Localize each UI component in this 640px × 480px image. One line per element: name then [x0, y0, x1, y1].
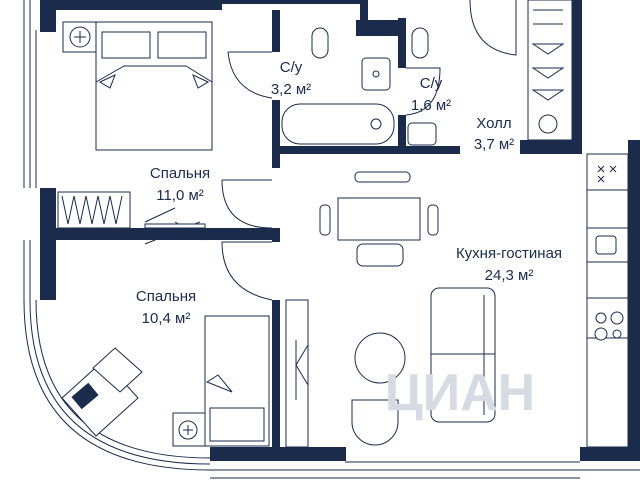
walls	[40, 0, 640, 461]
room-area: 24,3 м²	[485, 267, 534, 284]
room-labels: Спальня 11,0 м² С/у 3,2 м² С/у 1,6 м² Хо…	[136, 59, 562, 327]
room-area: 3,2 м²	[271, 81, 311, 98]
watermark: ЦИАН	[385, 364, 535, 422]
room-name: Спальня	[150, 165, 210, 182]
room-area: 11,0 м²	[156, 187, 204, 204]
room-name: С/у	[280, 59, 303, 76]
room-area: 10,4 м²	[142, 310, 191, 327]
room-name: Холл	[476, 115, 511, 132]
room-name: Кухня-гостиная	[456, 245, 562, 262]
room-area: 3,7 м²	[474, 136, 514, 153]
room-name: С/у	[420, 75, 443, 92]
doors	[144, 0, 517, 448]
hall-wardrobe	[527, 0, 573, 141]
kitchen-furniture	[319, 153, 629, 448]
room-area: 1,6 м²	[411, 97, 451, 114]
bathroom-fixtures	[281, 27, 437, 146]
bedroom-1-furniture	[57, 21, 213, 229]
room-name: Спальня	[136, 288, 196, 305]
bedroom-2-furniture	[61, 315, 270, 447]
